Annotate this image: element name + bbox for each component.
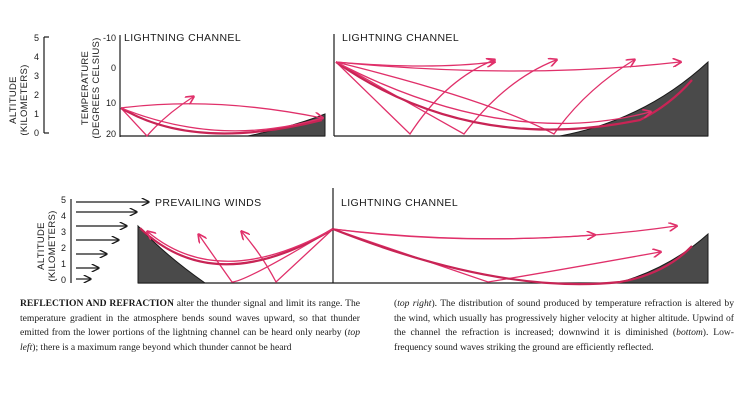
sound-rays: [139, 226, 693, 286]
caption-text: alter the thunder signal and limit its r…: [20, 298, 360, 338]
tick-label: 0: [61, 275, 66, 285]
tick-label: 1: [34, 109, 39, 119]
caption-left-column: REFLECTION AND REFRACTION alter the thun…: [20, 297, 360, 355]
figure-caption: REFLECTION AND REFRACTION alter the thun…: [20, 297, 734, 355]
temperature-axis: -10 0 10 20: [103, 33, 121, 139]
tick-label: 3: [61, 227, 66, 237]
panel-label: LIGHTNING CHANNEL: [342, 32, 459, 44]
caption-right-column: (top right). The distribution of sound p…: [394, 297, 734, 355]
tick-label: 0: [34, 128, 39, 138]
caption-text: (: [394, 298, 398, 309]
tick-label: 5: [61, 195, 66, 205]
temperature-axis-title: TEMPERATURE: [80, 51, 91, 125]
tick-label: 10: [106, 98, 116, 108]
altitude-axis-unit: (KILOMETERS): [47, 210, 58, 281]
altitude-axis: 5 4 3 2 1 0: [61, 195, 72, 285]
caption-ref: top left: [20, 327, 360, 353]
sound-rays: [335, 60, 693, 136]
wind-arrows: [76, 202, 148, 279]
altitude-axis-title: ALTITUDE: [36, 222, 47, 270]
ground-hill: [137, 224, 207, 284]
bottom-left-panel: ALTITUDE (KILOMETERS) 5 4 3 2 1 0 PREVAI…: [36, 195, 333, 285]
altitude-axis-title: ALTITUDE: [8, 76, 19, 124]
sound-rays: [120, 97, 322, 137]
tick-label: 2: [61, 243, 66, 253]
caption-text: ). Low-frequency sound waves striking th…: [394, 327, 734, 353]
tick-label: 3: [34, 71, 39, 81]
tick-label: 4: [61, 211, 66, 221]
tick-label: 2: [34, 90, 39, 100]
ground-hill: [559, 60, 709, 137]
panel-label: LIGHTNING CHANNEL: [341, 197, 458, 209]
tick-label: 20: [106, 129, 116, 139]
top-right-panel: LIGHTNING CHANNEL: [333, 32, 709, 137]
reflection-refraction-figure: ALTITUDE (KILOMETERS) 5 4 3 2 1 0 TEMPER…: [8, 32, 709, 286]
tick-label: 5: [34, 33, 39, 43]
altitude-axis-unit: (KILOMETERS): [19, 64, 30, 135]
caption-ref: bottom: [676, 327, 703, 338]
ground-hill: [617, 232, 709, 284]
caption-lead: REFLECTION AND REFRACTION: [20, 298, 174, 309]
top-left-panel: ALTITUDE (KILOMETERS) 5 4 3 2 1 0 TEMPER…: [8, 32, 326, 139]
caption-ref: top right: [397, 298, 432, 309]
tick-label: 4: [34, 52, 39, 62]
panel-label: LIGHTNING CHANNEL: [124, 32, 241, 44]
ground-hill: [247, 113, 326, 137]
tick-label: 0: [111, 63, 116, 73]
tick-label: -10: [103, 33, 116, 43]
caption-text: ); there is a maximum range beyond which…: [32, 341, 292, 353]
temperature-axis-unit: (DEGREES CELSIUS): [91, 37, 102, 138]
panel-label: PREVAILING WINDS: [155, 197, 262, 209]
caption-text: ). The distribution of sound produced by…: [394, 298, 734, 338]
tick-label: 1: [61, 259, 66, 269]
altitude-axis: 5 4 3 2 1 0: [34, 33, 49, 138]
bottom-right-panel: LIGHTNING CHANNEL: [139, 188, 709, 286]
